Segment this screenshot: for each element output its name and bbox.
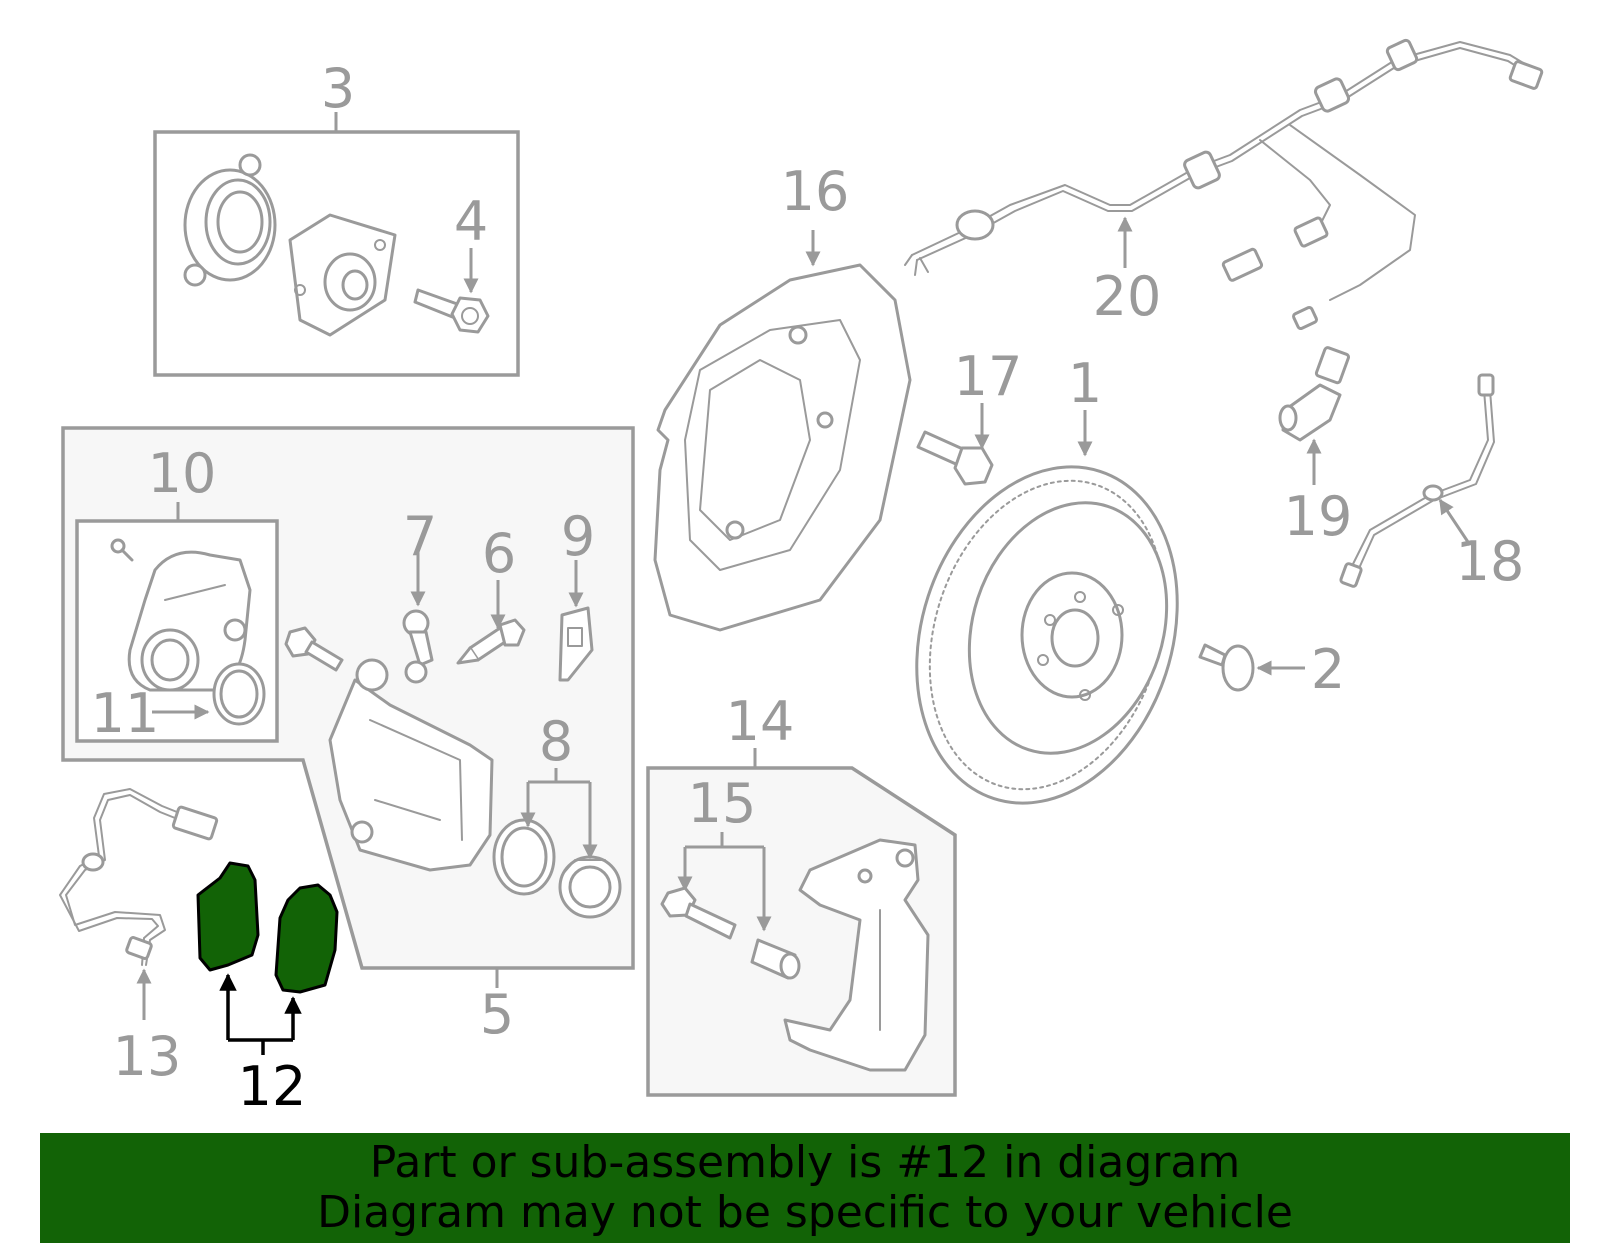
parts-diagram: 1 2 3 4 5 6 7 8 9 10 11 12 13 14 15 16 1… — [59, 38, 1544, 1118]
group-box-14 — [646, 748, 957, 1097]
group-box-3 — [153, 112, 520, 377]
wiring-harness-part — [904, 38, 1544, 330]
callout-11: 11 — [91, 682, 160, 745]
rotor-screw-part — [1198, 643, 1255, 692]
bleeder-part — [402, 609, 434, 684]
callout-9: 9 — [561, 505, 595, 568]
hub-flange-part — [288, 213, 397, 337]
caliper-body-part — [328, 658, 494, 872]
hub-bolt-part — [413, 288, 490, 334]
callout-8: 8 — [539, 710, 573, 773]
spring-clip-part — [558, 606, 594, 682]
caliper-carrier-part — [783, 838, 930, 1072]
brake-hose-part — [1339, 373, 1495, 588]
guide-pin-part — [660, 886, 737, 940]
callout-10: 10 — [148, 442, 217, 505]
banner-line-disclaimer: Diagram may not be specific to your vehi… — [317, 1187, 1293, 1238]
caliper-bolt-part — [284, 626, 344, 672]
callout-1: 1 — [1068, 352, 1102, 415]
banner-line-part-number: Part or sub-assembly is #12 in diagram — [369, 1137, 1241, 1188]
brake-pads-highlighted — [196, 861, 339, 994]
callout-18: 18 — [1456, 530, 1525, 593]
callout-12: 12 — [238, 1055, 307, 1118]
speed-sensor-part — [1278, 346, 1351, 442]
brake-rotor-part — [915, 465, 1179, 805]
guide-bushing-part — [750, 938, 801, 980]
piston-seal-part — [492, 818, 556, 896]
callout-7: 7 — [403, 505, 437, 568]
callout-20: 20 — [1093, 265, 1162, 328]
callout-2: 2 — [1311, 638, 1345, 701]
callout-19: 19 — [1284, 485, 1353, 548]
callout-6: 6 — [482, 522, 516, 585]
shield-bolt-part — [916, 430, 994, 486]
wheel-bearing-part — [183, 153, 277, 287]
info-banner: Part or sub-assembly is #12 in diagram D… — [40, 1133, 1570, 1243]
callout-15: 15 — [688, 772, 757, 835]
callout-17: 17 — [954, 345, 1023, 408]
callout-16: 16 — [781, 160, 850, 223]
group-box-5 — [61, 426, 635, 988]
callout-3: 3 — [321, 57, 355, 120]
callout-13: 13 — [113, 1025, 182, 1088]
callout-4: 4 — [454, 190, 488, 253]
piston-part — [558, 855, 622, 919]
wear-sensor-part — [59, 788, 219, 966]
bleeder-screw-part — [456, 618, 526, 665]
callout-5: 5 — [480, 983, 514, 1046]
callout-14: 14 — [726, 690, 795, 753]
seal-part — [212, 662, 266, 726]
dust-shield-part — [653, 263, 912, 632]
